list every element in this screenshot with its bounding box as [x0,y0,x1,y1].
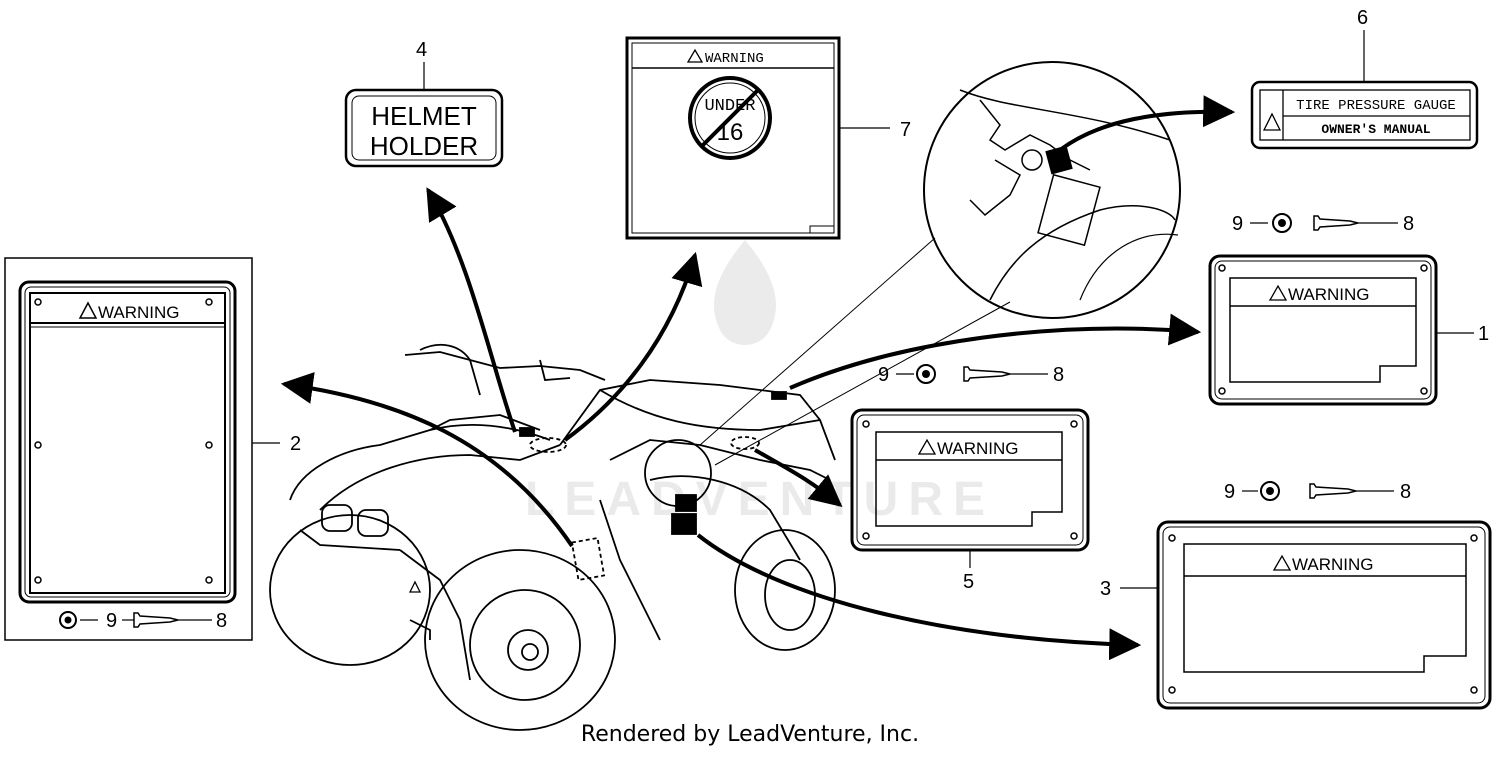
warning-text: WARNING [937,439,1019,458]
tire-pressure-text: TIRE PRESSURE GAUGE [1296,98,1456,114]
under-text: UNDER [704,97,755,116]
watermark: LEADVENTURE [525,240,995,526]
washer-icon [1272,213,1292,233]
warning-triangle-icon [917,438,937,455]
warning-triangle-icon [686,48,704,63]
owners-manual-text: OWNER'S MANUAL [1321,122,1430,137]
washer-icon [59,611,77,629]
label-item-7[interactable]: WARNING UNDER 16 7 [625,36,911,240]
callout-5: 5 [963,571,974,593]
rivet-icon [963,366,1011,382]
callout-8: 8 [1403,213,1414,235]
callout-9: 9 [878,364,889,386]
warning-triangle-icon [1272,554,1292,571]
label-item-4[interactable]: 4 HELMET HOLDER [344,39,504,168]
callout-9: 9 [1224,481,1235,503]
warning-text: WARNING [1292,555,1374,574]
helmet-text: HELMET [371,101,477,131]
rivet-icon [1309,483,1357,499]
footer-credit: Rendered by LeadVenture, Inc. [580,722,920,747]
callout-2: 2 [290,433,301,455]
rivet-icon [1313,215,1359,231]
washer-icon [1260,481,1280,501]
atv-illustration [269,343,836,731]
callout-9: 9 [1232,213,1243,235]
age-text: 16 [717,119,744,146]
leader-arrows [280,95,1236,661]
detail-magnifier [699,61,1181,466]
callout-4: 4 [416,39,427,61]
callout-1: 1 [1478,323,1489,345]
callout-8: 8 [1053,364,1064,386]
warning-text: WARNING [1288,285,1370,304]
callout-7: 7 [900,119,911,141]
callout-8: 8 [216,610,227,632]
svg-text:LEADVENTURE: LEADVENTURE [525,473,995,526]
label-item-2[interactable]: WARNING 9 8 2 [4,257,301,641]
label-item-1[interactable]: 9 8 WARNING 1 [1208,213,1489,406]
label-item-5[interactable]: 9 8 WARNING 5 [850,364,1090,593]
washer-icon [916,364,936,384]
warning-triangle-icon [78,301,98,319]
warning-text: WARNING [705,51,764,67]
warning-triangle-icon [1262,112,1282,131]
callout-6: 6 [1357,7,1368,29]
rivet-icon [133,612,179,628]
holder-text: HOLDER [370,131,478,161]
label-item-6[interactable]: 6 TIRE PRESSURE GAUGE OWNER'S MANUAL [1250,7,1479,150]
callout-3: 3 [1100,578,1111,600]
label-item-3[interactable]: 9 8 WARNING 3 [1100,481,1492,710]
warning-text: WARNING [98,303,180,322]
warning-triangle-icon [1268,284,1288,301]
callout-8: 8 [1400,481,1411,503]
under-16-prohibited-icon: UNDER 16 [688,76,772,160]
callout-9: 9 [106,610,117,632]
